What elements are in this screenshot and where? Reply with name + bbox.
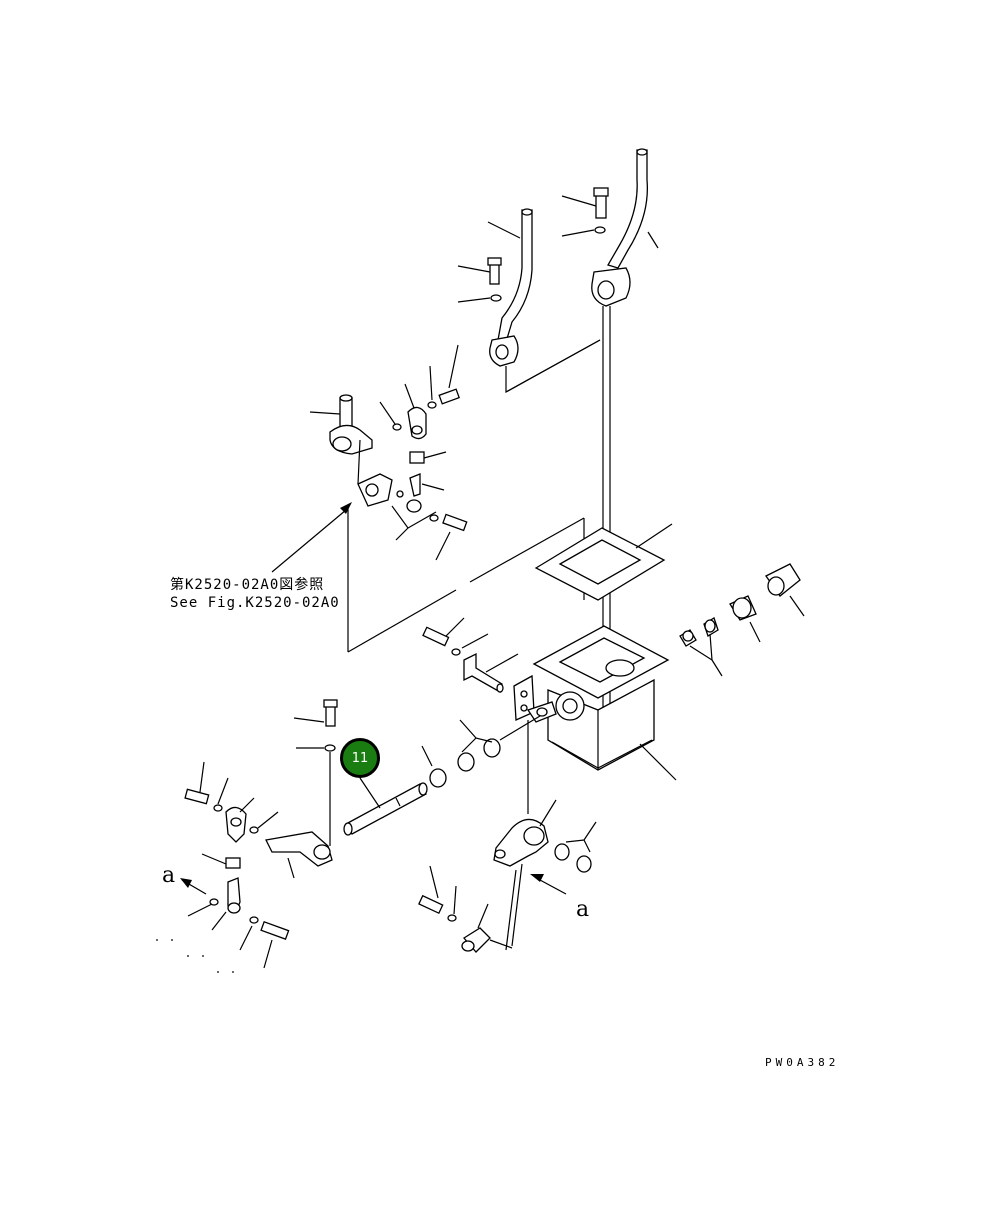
upper-bracket — [357, 439, 393, 507]
lower-right-hardware — [418, 865, 513, 953]
callout-11-label: 11 — [351, 750, 369, 766]
left-lever-bolt — [457, 257, 502, 303]
reference-en: See Fig.K2520-02A0 — [170, 595, 340, 611]
drawing-code: PW0A382 — [765, 1056, 840, 1069]
right-lever-bolt — [561, 187, 609, 237]
side-bracket — [513, 674, 557, 723]
lever-box — [532, 625, 677, 781]
view-marker-a-right: a — [576, 897, 590, 922]
upper-shaft-arm — [309, 394, 373, 455]
left-control-lever — [487, 208, 601, 394]
cross-shaft — [343, 777, 428, 836]
stopper-pin — [463, 652, 519, 693]
reference-leader — [271, 502, 352, 573]
view-marker-a-left: a — [162, 863, 176, 888]
upper-ball-joints — [379, 344, 468, 561]
dot-marks — [156, 939, 234, 973]
callout-11[interactable]: 11 — [340, 738, 380, 778]
lower-left-hardware — [180, 761, 290, 969]
lower-bushings — [421, 715, 541, 788]
right-bushings — [679, 563, 805, 677]
gasket-plate — [534, 523, 673, 601]
lower-right-arm — [493, 720, 597, 951]
box-bolts — [422, 617, 489, 656]
right-control-lever — [591, 148, 659, 307]
reference-jp: 第K2520-02A0図参照 — [170, 577, 325, 593]
lower-left-arm — [265, 699, 338, 879]
